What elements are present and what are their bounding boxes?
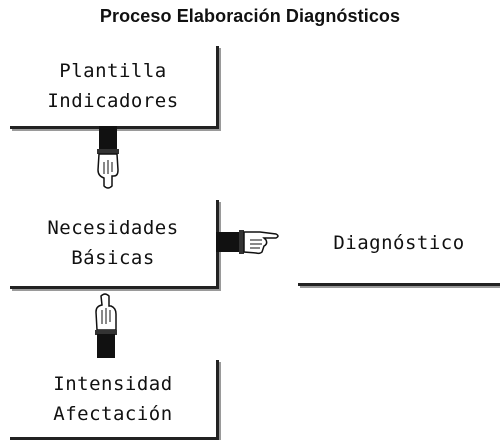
page-title: Proceso Elaboración Diagnósticos [99,6,401,26]
box-label-line1: Diagnóstico [333,232,465,254]
pointing-hand-right-icon [216,230,279,255]
necesidades-basicas-box: Necesidades Básicas [10,200,219,289]
box-label-line1: Plantilla [59,60,167,82]
pointing-hand-down-icon [97,126,119,189]
pointing-hand-up-icon [95,293,117,358]
diagnostico-box: Diagnóstico [298,203,500,286]
plantilla-indicadores-box: Plantilla Indicadores [10,46,219,129]
box-label-line1: Intensidad [53,372,173,395]
box-label-line2: Afectación [53,402,173,425]
intensidad-afectacion-box: Intensidad Afectación [10,360,219,440]
box-label-line1: Necesidades [47,217,179,239]
box-label-line2: Básicas [71,247,155,269]
box-label-line2: Indicadores [47,90,179,112]
